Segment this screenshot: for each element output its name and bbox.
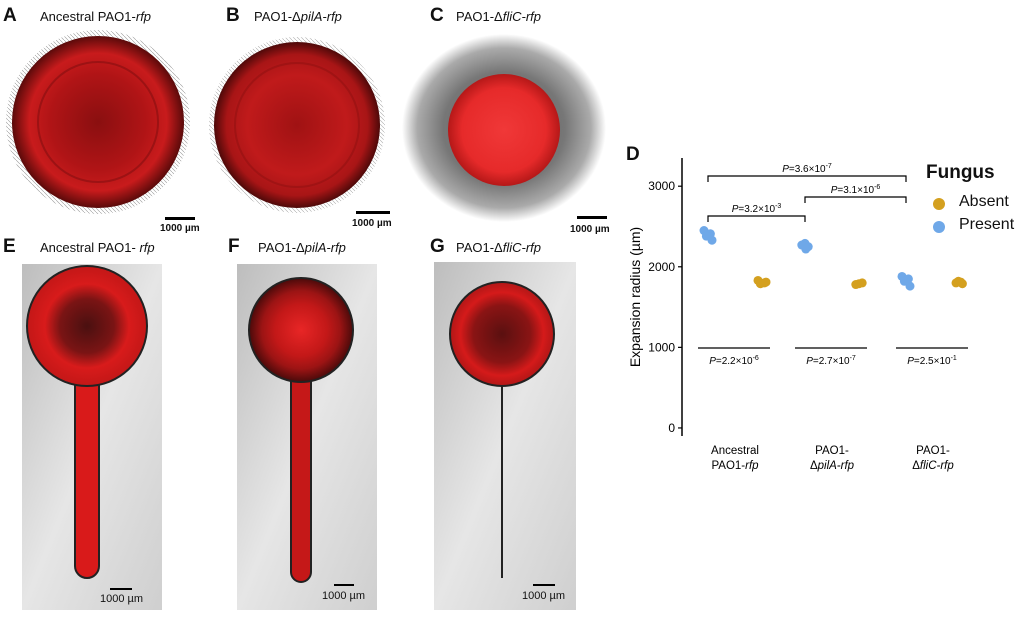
- scalebar-c: [577, 216, 607, 219]
- panel-letter-a: A: [3, 5, 17, 26]
- scale-label-b: 1000 µm: [352, 218, 392, 229]
- within-significance-label-prefix: P: [709, 356, 716, 367]
- within-significance-label-prefix: P: [907, 356, 914, 367]
- keyhole-image-g: [434, 262, 576, 610]
- scalebar-b: [356, 211, 390, 214]
- panel-letter-d: D: [626, 144, 640, 165]
- colony-image-c: [402, 34, 606, 222]
- panel-letter-c: C: [430, 5, 444, 26]
- x-tick-label-line2: ΔfliC-rfp: [912, 460, 954, 472]
- significance-label: P=3.1×10-6: [831, 184, 881, 196]
- x-tick-label-line1: Ancestral: [711, 445, 759, 457]
- scale-label-a: 1000 µm: [160, 223, 200, 234]
- colony-image-a: [6, 30, 190, 214]
- significance-label-exp: -3: [775, 203, 781, 210]
- x-tick-label-prefix: Δ: [810, 460, 818, 472]
- significance-label-value: =3.2×10: [738, 204, 775, 215]
- panel-title-a-italic: rfp: [135, 9, 152, 24]
- significance-bracket: [707, 215, 806, 222]
- data-point-present: [801, 244, 811, 254]
- scale-label-f: 1000 µm: [322, 590, 366, 602]
- data-point-absent: [953, 276, 963, 286]
- panel-title-c: PAO1-ΔfliC-rfp: [456, 9, 541, 24]
- x-tick-label-italic: fliC-rfp: [920, 460, 954, 472]
- data-point-absent: [761, 277, 771, 287]
- scale-label-e: 1000 µm: [100, 593, 144, 605]
- significance-label-prefix: P: [831, 185, 838, 196]
- scalebar-g: [533, 584, 555, 586]
- within-significance-label-exp: -1: [951, 355, 957, 362]
- panel-title-b-italic: pilA-rfp: [300, 9, 342, 24]
- x-tick-label-line1: PAO1-: [916, 445, 950, 457]
- x-tick-label-italic: rfp: [745, 460, 759, 472]
- within-significance-label-value: =2.7×10: [813, 356, 850, 367]
- panel-letter-e: E: [3, 236, 16, 257]
- panel-letter-f: F: [228, 236, 240, 257]
- significance-label-exp: -6: [874, 184, 880, 191]
- panel-title-e-prefix: Ancestral PAO1-: [40, 240, 140, 255]
- panel-title-c-prefix: PAO1-Δ: [456, 9, 503, 24]
- significance-label-value: =3.1×10: [837, 185, 874, 196]
- significance-label-prefix: P: [782, 164, 789, 175]
- scalebar-e: [110, 588, 132, 590]
- significance-label: P=3.6×10-7: [782, 163, 832, 175]
- within-significance-label-value: =2.2×10: [716, 356, 753, 367]
- significance-label-value: =3.6×10: [789, 164, 826, 175]
- panel-title-f: PAO1-ΔpilA-rfp: [258, 240, 346, 255]
- within-significance-label-exp: -7: [850, 355, 856, 362]
- panel-letter-b: B: [226, 5, 240, 26]
- panel-title-g: PAO1-ΔfliC-rfp: [456, 240, 541, 255]
- panel-title-e: Ancestral PAO1- rfp: [40, 240, 155, 255]
- x-tick-label-prefix: PAO1-: [711, 460, 745, 472]
- x-tick-label-line2: ΔpilA-rfp: [810, 460, 855, 472]
- colony-image-b: [209, 37, 385, 213]
- scalebar-a: [165, 217, 195, 220]
- within-significance-label: P=2.7×10-7: [806, 355, 856, 367]
- data-point-absent: [857, 278, 867, 288]
- y-tick-label: 1000: [648, 340, 675, 354]
- legend-label-absent: Absent: [959, 193, 1009, 210]
- within-significance-label-exp: -6: [753, 355, 759, 362]
- y-tick-label: 3000: [648, 179, 675, 193]
- panel-title-e-italic: rfp: [139, 240, 155, 255]
- scale-label-c: 1000 µm: [570, 224, 610, 235]
- significance-label-prefix: P: [732, 204, 739, 215]
- keyhole-image-f: [237, 264, 377, 610]
- panel-title-f-prefix: PAO1-Δ: [258, 240, 305, 255]
- scale-label-g: 1000 µm: [522, 590, 566, 602]
- y-axis-label: Expansion radius (µm): [627, 227, 643, 367]
- keyhole-image-e: [22, 264, 162, 610]
- within-significance-label: P=2.2×10-6: [709, 355, 759, 367]
- legend-label-present: Present: [959, 216, 1015, 233]
- legend-dot-present: [933, 221, 945, 233]
- legend-title: Fungus: [926, 162, 995, 183]
- panel-letter-g: G: [430, 236, 445, 257]
- within-significance-label: P=2.5×10-1: [907, 355, 957, 367]
- x-tick-label-italic: pilA-rfp: [817, 460, 855, 472]
- within-significance-label-value: =2.5×10: [914, 356, 951, 367]
- panel-title-a-prefix: Ancestral PAO1-: [40, 9, 136, 24]
- panel-title-b: PAO1-ΔpilA-rfp: [254, 9, 342, 24]
- panel-title-f-italic: pilA-rfp: [304, 240, 346, 255]
- data-point-present: [905, 281, 915, 291]
- x-tick-label-line1: PAO1-: [815, 445, 849, 457]
- panel-title-b-prefix: PAO1-Δ: [254, 9, 301, 24]
- panel-title-g-prefix: PAO1-Δ: [456, 240, 503, 255]
- scalebar-f: [334, 584, 354, 586]
- panel-title-a: Ancestral PAO1-rfp: [40, 9, 151, 24]
- x-tick-label-line2: PAO1-rfp: [711, 460, 759, 472]
- data-point-present: [707, 235, 717, 245]
- within-significance-label-prefix: P: [806, 356, 813, 367]
- significance-bracket: [707, 175, 907, 182]
- y-tick-label: 2000: [648, 260, 675, 274]
- significance-label: P=3.2×10-3: [732, 203, 782, 215]
- y-tick-label: 0: [668, 421, 675, 435]
- panel-title-g-italic: fliC-rfp: [502, 240, 542, 255]
- panel-title-c-italic: fliC-rfp: [502, 9, 542, 24]
- significance-label-exp: -7: [826, 163, 832, 170]
- significance-bracket: [804, 196, 907, 203]
- legend-dot-absent: [933, 198, 945, 210]
- x-tick-label-prefix: Δ: [912, 460, 920, 472]
